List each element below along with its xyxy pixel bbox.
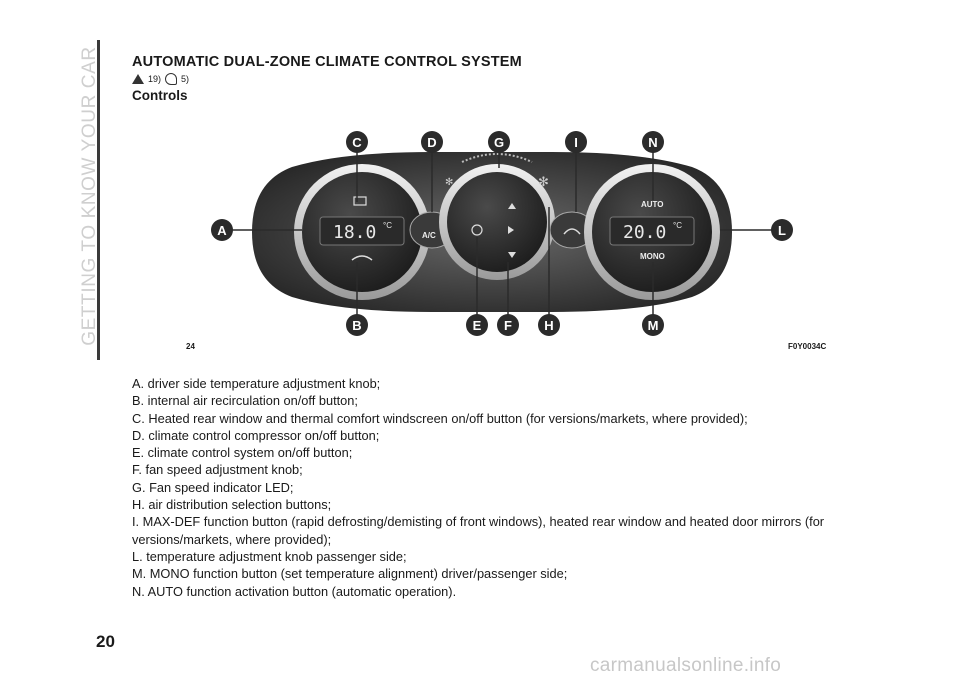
callout-b bbox=[346, 314, 368, 336]
ref-caution: 5) bbox=[181, 74, 190, 84]
callout-d bbox=[421, 131, 443, 153]
ref-warning: 19) bbox=[148, 74, 162, 84]
caption-g: G. Fan speed indicator LED; bbox=[132, 479, 294, 495]
figure-code: F0Y0034C bbox=[788, 342, 827, 351]
chapter-side-tab: GETTING TO KNOW YOUR CAR bbox=[70, 40, 100, 360]
distribution-up-icon bbox=[508, 203, 516, 209]
callout-d-label: D bbox=[427, 135, 436, 150]
fan-led-arc bbox=[461, 153, 533, 163]
auto-label: AUTO bbox=[641, 200, 664, 209]
callout-i bbox=[565, 131, 587, 153]
power-icon bbox=[471, 224, 483, 236]
climate-panel-illustration: 18.0 °C A/C ✻ ✻ 20.0 °C AUTO MONO A B bbox=[211, 131, 793, 336]
caption-list: A. driver side temperature adjustment kn… bbox=[132, 375, 852, 600]
left-display bbox=[319, 216, 405, 246]
caption-a: A. driver side temperature adjustment kn… bbox=[132, 376, 381, 391]
callout-h bbox=[538, 314, 560, 336]
caption-c: C. Heated rear window and thermal comfor… bbox=[132, 410, 748, 426]
caption-h: H. air distribution selection buttons; bbox=[132, 497, 332, 513]
recirculation-icon bbox=[351, 255, 373, 261]
chapter-title: GETTING TO KNOW YOUR CAR bbox=[79, 46, 100, 346]
climate-control-figure: 18.0 °C A/C ✻ ✻ 20.0 °C AUTO MONO A B bbox=[132, 112, 832, 362]
callout-h-label: H bbox=[544, 318, 553, 333]
fan-large-icon: ✻ bbox=[538, 174, 549, 189]
left-temp-readout: 18.0 bbox=[333, 222, 376, 243]
watermark: carmanualsonline.info bbox=[590, 655, 782, 676]
caption-e: E. climate control system on/off button; bbox=[132, 445, 353, 461]
callout-e bbox=[466, 314, 488, 336]
caption-b: B. internal air recirculation on/off but… bbox=[132, 393, 358, 409]
caption-f: F. fan speed adjustment knob; bbox=[132, 462, 303, 478]
center-knob bbox=[447, 172, 547, 272]
warning-references: 19) 5) bbox=[132, 73, 189, 85]
callout-g bbox=[488, 131, 510, 153]
right-temp-readout: 20.0 bbox=[623, 222, 666, 243]
callout-l-label: L bbox=[778, 223, 786, 238]
distribution-down-icon bbox=[508, 252, 516, 258]
ac-label: A/C bbox=[422, 231, 436, 240]
max-def-icon bbox=[563, 228, 581, 235]
callout-c-label: C bbox=[352, 135, 362, 150]
subheading: Controls bbox=[132, 88, 188, 103]
callout-e-label: E bbox=[473, 318, 482, 333]
callout-m-label: M bbox=[648, 318, 659, 333]
callout-l bbox=[771, 219, 793, 241]
callout-c bbox=[346, 131, 368, 153]
right-display bbox=[609, 216, 695, 246]
caption-l: L. temperature adjustment knob passenger… bbox=[132, 548, 407, 564]
callout-i-label: I bbox=[574, 135, 578, 150]
caption-d: D. climate control compressor on/off but… bbox=[132, 427, 380, 443]
caption-i: I. MAX-DEF function button (rapid defros… bbox=[132, 514, 825, 547]
caution-icon bbox=[165, 73, 178, 85]
callout-b-label: B bbox=[352, 318, 361, 333]
callout-f bbox=[497, 314, 519, 336]
caption-m: M. MONO function button (set temperature… bbox=[132, 566, 568, 582]
defrost-rear-icon bbox=[353, 196, 367, 206]
chapter-divider bbox=[97, 40, 100, 360]
right-temp-unit: °C bbox=[673, 221, 682, 230]
callout-g-label: G bbox=[494, 135, 504, 150]
left-temp-unit: °C bbox=[383, 221, 392, 230]
page-number: 20 bbox=[96, 632, 115, 651]
fan-small-icon: ✻ bbox=[445, 177, 453, 188]
section-title: AUTOMATIC DUAL-ZONE CLIMATE CONTROL SYST… bbox=[132, 54, 522, 70]
callout-m bbox=[642, 314, 664, 336]
caption-n: N. AUTO function activation button (auto… bbox=[132, 583, 457, 599]
mono-label: MONO bbox=[640, 252, 665, 261]
callout-a-label: A bbox=[217, 223, 227, 238]
warning-triangle-icon bbox=[132, 74, 144, 84]
callout-n-label: N bbox=[648, 135, 657, 150]
callout-f-label: F bbox=[504, 318, 512, 333]
callout-a bbox=[211, 219, 233, 241]
callout-n bbox=[642, 131, 664, 153]
distribution-mid-icon bbox=[508, 226, 514, 234]
figure-number: 24 bbox=[186, 342, 195, 351]
